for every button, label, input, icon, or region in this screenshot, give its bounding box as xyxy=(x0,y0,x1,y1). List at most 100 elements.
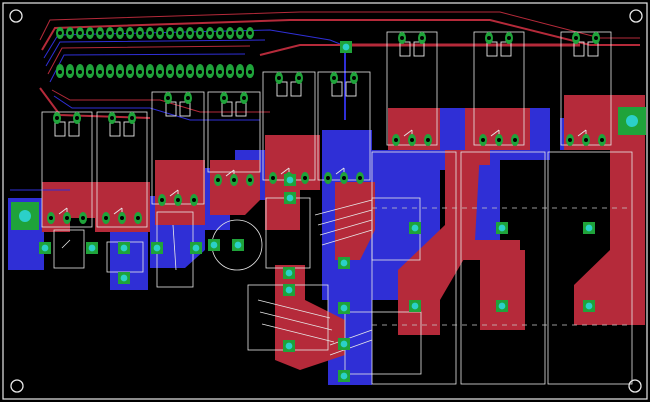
header-pin[interactable] xyxy=(246,27,254,39)
relay-pin[interactable] xyxy=(184,92,192,104)
header-pin[interactable] xyxy=(156,66,164,78)
header-pin[interactable] xyxy=(186,27,194,39)
header-pin[interactable] xyxy=(136,27,144,39)
header-pin[interactable] xyxy=(96,66,104,78)
relay-pin[interactable] xyxy=(424,134,432,146)
header-pin[interactable] xyxy=(156,27,164,39)
header-pin[interactable] xyxy=(76,27,84,39)
pad[interactable] xyxy=(338,338,350,350)
relay[interactable] xyxy=(560,31,612,146)
relay[interactable] xyxy=(317,71,371,184)
relay-pin[interactable] xyxy=(295,72,303,84)
header-pin[interactable] xyxy=(96,27,104,39)
relay-pin[interactable] xyxy=(118,212,126,224)
relay-pin[interactable] xyxy=(485,32,493,44)
pad[interactable] xyxy=(86,242,98,254)
relay-pin[interactable] xyxy=(158,194,166,206)
header-pin[interactable] xyxy=(56,27,64,39)
pad[interactable] xyxy=(283,284,295,296)
header-pin[interactable] xyxy=(126,66,134,78)
relay-pin[interactable] xyxy=(398,32,406,44)
pad[interactable] xyxy=(338,370,350,382)
header-pin[interactable] xyxy=(116,27,124,39)
relay-pin[interactable] xyxy=(350,72,358,84)
relay-pin[interactable] xyxy=(324,172,332,184)
header-pin[interactable] xyxy=(136,66,144,78)
pad[interactable] xyxy=(583,222,595,234)
relay-pin[interactable] xyxy=(214,174,222,186)
relay[interactable] xyxy=(207,91,261,186)
relay-pin[interactable] xyxy=(418,32,426,44)
header-pin[interactable] xyxy=(196,66,204,78)
relay-pin[interactable] xyxy=(330,72,338,84)
header-pin[interactable] xyxy=(126,27,134,39)
relay-pin[interactable] xyxy=(592,32,600,44)
relay-pin[interactable] xyxy=(408,134,416,146)
pad[interactable] xyxy=(338,257,350,269)
header-pin[interactable] xyxy=(216,66,224,78)
relay-pin[interactable] xyxy=(108,112,116,124)
pad[interactable] xyxy=(338,302,350,314)
header-pin[interactable] xyxy=(196,27,204,39)
relay-pin[interactable] xyxy=(164,92,172,104)
header-pin[interactable] xyxy=(176,27,184,39)
relay-pin[interactable] xyxy=(240,92,248,104)
header-pin[interactable] xyxy=(86,27,94,39)
header-pin[interactable] xyxy=(66,66,74,78)
pad[interactable] xyxy=(496,222,508,234)
relay-group[interactable] xyxy=(41,31,612,228)
relay-pin[interactable] xyxy=(128,112,136,124)
relay-pin[interactable] xyxy=(479,134,487,146)
relay-pin[interactable] xyxy=(566,134,574,146)
relay[interactable] xyxy=(41,111,93,228)
header-pin[interactable] xyxy=(186,66,194,78)
header-pin[interactable] xyxy=(146,66,154,78)
relay-pin[interactable] xyxy=(340,172,348,184)
header-pin[interactable] xyxy=(216,27,224,39)
header-pin[interactable] xyxy=(56,66,64,78)
header-pin[interactable] xyxy=(166,27,174,39)
relay[interactable] xyxy=(151,91,205,206)
header-pin[interactable] xyxy=(176,66,184,78)
header-pin[interactable] xyxy=(226,66,234,78)
relay-pin[interactable] xyxy=(275,72,283,84)
header-pin[interactable] xyxy=(166,66,174,78)
pad[interactable] xyxy=(118,272,130,284)
relay[interactable] xyxy=(386,31,438,146)
relay-pin[interactable] xyxy=(511,134,519,146)
relay-pin[interactable] xyxy=(572,32,580,44)
header-pin[interactable] xyxy=(246,66,254,78)
relay-pin[interactable] xyxy=(79,212,87,224)
pad[interactable] xyxy=(151,242,163,254)
relay-pin[interactable] xyxy=(269,172,277,184)
relay-pin[interactable] xyxy=(495,134,503,146)
pad[interactable] xyxy=(190,242,202,254)
pad[interactable] xyxy=(284,174,296,186)
header-pin[interactable] xyxy=(106,66,114,78)
relay-pin[interactable] xyxy=(102,212,110,224)
pad[interactable] xyxy=(118,242,130,254)
relay-pin[interactable] xyxy=(582,134,590,146)
header-pin[interactable] xyxy=(106,27,114,39)
header-pin[interactable] xyxy=(206,66,214,78)
relay-pin[interactable] xyxy=(301,172,309,184)
pad[interactable] xyxy=(208,239,220,251)
pad[interactable] xyxy=(284,192,296,204)
relay-pin[interactable] xyxy=(134,212,142,224)
header-pin[interactable] xyxy=(116,66,124,78)
header-pin[interactable] xyxy=(236,66,244,78)
component-pads[interactable] xyxy=(39,41,595,382)
relay[interactable] xyxy=(473,31,525,146)
header-pin[interactable] xyxy=(76,66,84,78)
relay-pin[interactable] xyxy=(73,112,81,124)
large-pad[interactable] xyxy=(11,202,39,230)
relay-pin[interactable] xyxy=(220,92,228,104)
relay[interactable] xyxy=(96,111,148,228)
pad[interactable] xyxy=(409,300,421,312)
header-pin[interactable] xyxy=(66,27,74,39)
pad[interactable] xyxy=(283,267,295,279)
relay-pin[interactable] xyxy=(356,172,364,184)
relay-pin[interactable] xyxy=(505,32,513,44)
